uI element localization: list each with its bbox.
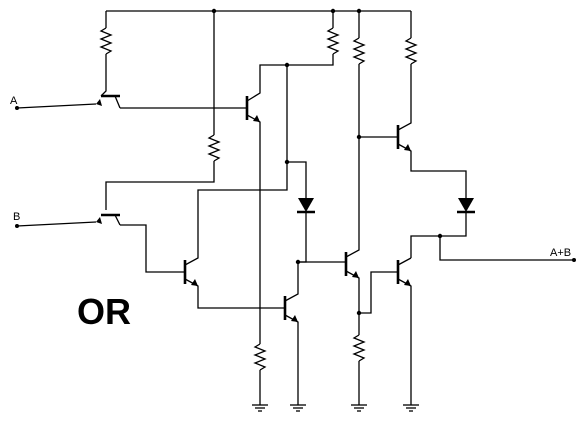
input-a-wire xyxy=(16,103,97,109)
input-b-wire xyxy=(16,221,97,227)
transistor-input-a xyxy=(96,54,121,109)
wire xyxy=(287,54,334,66)
wire xyxy=(359,271,398,314)
ground-symbol xyxy=(290,404,306,412)
resistor xyxy=(404,37,418,65)
output-label: A+B xyxy=(550,247,571,259)
input-a-label: A xyxy=(10,95,18,107)
transistor-q6 xyxy=(396,64,467,198)
diode-1 xyxy=(297,198,315,214)
resistor xyxy=(352,334,366,362)
diode-2 xyxy=(457,198,475,214)
transistor-q7 xyxy=(396,257,412,405)
input-b-label: B xyxy=(13,211,20,223)
transistor-q2 xyxy=(245,64,287,344)
wire xyxy=(286,65,307,198)
rail-drops xyxy=(105,11,412,135)
resistor xyxy=(207,134,221,162)
resistor xyxy=(326,27,340,55)
ground-leads xyxy=(259,361,360,405)
resistor xyxy=(352,37,366,65)
gate-title: OR xyxy=(77,291,131,332)
wire xyxy=(120,224,185,273)
transistor-q3 xyxy=(183,250,285,309)
output-wire xyxy=(439,236,574,261)
transistor-q4 xyxy=(283,250,307,405)
transistor-input-b xyxy=(96,161,215,226)
wire xyxy=(197,162,288,250)
transistor-q5 xyxy=(344,64,360,335)
ground-symbol xyxy=(351,404,367,412)
resistor xyxy=(99,27,113,55)
ground-symbol xyxy=(252,404,268,412)
ground-symbol xyxy=(403,404,419,412)
resistor xyxy=(253,343,267,371)
